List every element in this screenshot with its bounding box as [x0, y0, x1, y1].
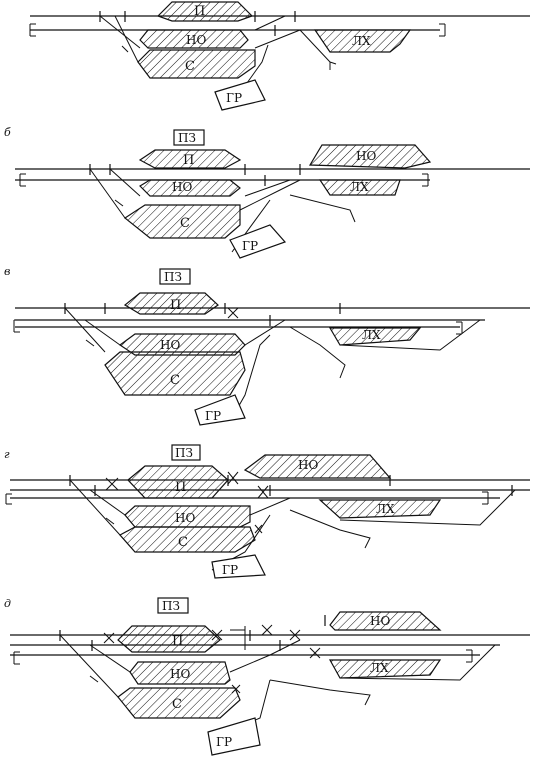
pz-box: [173, 129, 205, 146]
label-no2: НО: [370, 614, 390, 628]
label-no: НО: [172, 180, 192, 194]
label-pz: ПЗ: [175, 446, 193, 460]
label-p: П: [175, 480, 186, 495]
label-s: С: [178, 535, 188, 550]
panel-letter: в: [4, 265, 10, 278]
pz-box: [159, 268, 191, 285]
pz-box: [157, 597, 189, 614]
label-s: С: [172, 697, 182, 712]
label-s: С: [170, 373, 180, 388]
label-pz: ПЗ: [162, 599, 180, 613]
label-lkh: ЛХ: [362, 328, 381, 342]
label-no2: НО: [298, 458, 318, 472]
label-lkh: ЛХ: [376, 502, 395, 516]
label-p: П: [170, 298, 181, 313]
label-lkh: ЛХ: [350, 180, 369, 194]
label-gr: ГР: [205, 409, 221, 423]
label-p: П: [172, 634, 183, 649]
label-lkh: ЛХ: [352, 34, 371, 48]
label-gr: ГР: [216, 735, 232, 749]
panel-v: в ПЗ П НО С ЛХ ГР: [4, 265, 530, 426]
label-s: С: [180, 216, 190, 231]
label-no: НО: [175, 511, 195, 525]
label-pz: ПЗ: [164, 270, 182, 284]
panel-letter: д: [4, 597, 11, 610]
panel-a: П НО С ЛХ ГР: [29, 1, 530, 111]
label-no: НО: [186, 33, 206, 47]
label-no: НО: [160, 338, 180, 352]
panel-b: б ПЗ П НО НО С ЛХ ГР: [4, 126, 530, 259]
label-p: П: [183, 153, 194, 168]
label-lkh: ЛХ: [370, 661, 389, 675]
label-p: П: [194, 4, 205, 19]
label-pz: ПЗ: [178, 131, 196, 145]
label-gr: ГР: [222, 563, 238, 577]
panel-d: д ПЗ П НО НО С ЛХ: [4, 597, 530, 756]
panel-letter: г: [4, 448, 10, 461]
label-gr: ГР: [242, 239, 258, 253]
panel-g: г ПЗ П НО НО С ЛХ ГР: [4, 444, 530, 579]
label-no: НО: [170, 667, 190, 681]
label-no2: НО: [356, 149, 376, 163]
label-s: С: [185, 59, 195, 74]
panel-letter: б: [4, 126, 11, 139]
label-gr: ГР: [226, 91, 242, 105]
pz-box: [171, 444, 201, 461]
